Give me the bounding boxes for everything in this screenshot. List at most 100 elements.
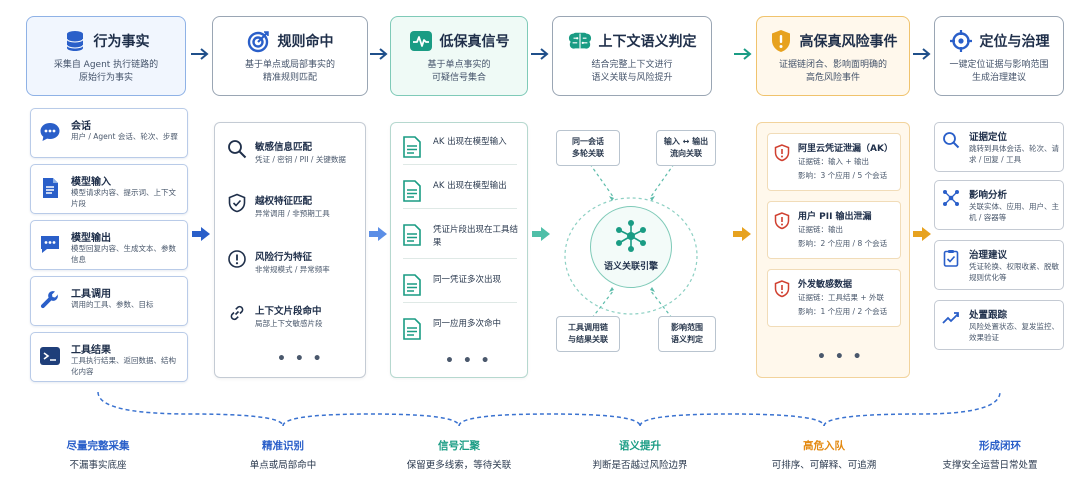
flow-arrow-icon [734, 48, 752, 60]
stage-desc: 一键定位证据与影响范围生成治理建议 [949, 60, 1049, 83]
rule-item: 越权特征匹配 异常调用 / 非预期工具 [227, 191, 361, 231]
fact-item-session: 会话 用户 / Agent 会话、轮次、步骤 [30, 108, 188, 158]
signal-item: AK 出现在模型输入 [403, 131, 517, 165]
rule-desc: 异常调用 / 非预期工具 [255, 209, 330, 218]
outcome-desc: 可排序、可解释、可追溯 [771, 460, 877, 471]
shield-warning-icon [774, 212, 790, 230]
outcome-desc: 保留更多线索，等待关联 [406, 460, 512, 471]
brain-icon [568, 29, 592, 53]
fact-title: 模型输出 [71, 233, 111, 244]
stage-title: 高保真风险事件 [799, 34, 898, 50]
stage-title: 低保真信号 [439, 34, 510, 50]
event-evidence: 证据链：工具结果 + 外联 [798, 293, 885, 302]
wrench-icon [40, 291, 58, 309]
fact-item-tool-result: 工具结果 工具执行结果、返回数据、结构化内容 [30, 332, 188, 382]
signal-label: AK 出现在模型输出 [433, 181, 507, 191]
event-evidence: 证据链：输出 [798, 225, 843, 234]
event-impact: 影响：1 个应用 / 2 个会话 [798, 307, 888, 316]
stage-events: 高保真风险事件 证据链闭合、影响面明确的高危风险事件 [756, 16, 910, 96]
governance-title: 处置跟踪 [969, 310, 1008, 321]
stage-desc: 基于单点事实的可疑信号集合 [427, 60, 491, 83]
file-text-icon [403, 318, 421, 340]
signals-column: AK 出现在模型输入 AK 出现在模型输出 凭证片段出现在工具结果 同一凭证多次… [390, 122, 528, 378]
stage-desc: 结合完整上下文进行语义关联与风险提升 [591, 60, 673, 83]
stage-title: 行为事实 [93, 34, 150, 50]
event-title: 外发敏感数据 [798, 280, 853, 290]
event-title: 阿里云凭证泄漏（AK） [798, 144, 893, 154]
event-impact: 影响：3 个应用 / 5 个会话 [798, 171, 888, 180]
governance-title: 证据定位 [969, 132, 1008, 143]
rule-desc: 非常规模式 / 异常频率 [255, 265, 330, 274]
signal-item: 同一凭证多次出现 [403, 269, 517, 303]
fact-title: 模型输入 [71, 177, 111, 188]
outcome-desc: 支撑安全运营日常处置 [942, 460, 1038, 471]
governance-item: 证据定位 跳转到具体会话、轮次、请求 / 回复 / 工具 [934, 122, 1064, 172]
event-impact: 影响：2 个应用 / 8 个会话 [798, 239, 888, 248]
fact-item-model-input: 模型输入 模型请求内容、提示词、上下文片段 [30, 164, 188, 214]
message-dots-icon [41, 236, 59, 253]
signal-item: 凭证片段出现在工具结果 [403, 219, 519, 259]
rule-item: 敏感信息匹配 凭证 / 密钥 / PII / 关键数据 [227, 137, 361, 177]
clipboard-check-icon [943, 250, 959, 267]
governance-column: 证据定位 跳转到具体会话、轮次、请求 / 回复 / 工具 影响分析 关联实体、应… [934, 122, 1064, 378]
governance-item: 治理建议 凭证轮换、权限收紧、脱敏规则优化等 [934, 240, 1064, 290]
rule-title: 越权特征匹配 [255, 196, 313, 207]
governance-title: 治理建议 [969, 250, 1008, 261]
stage-governance: 定位与治理 一键定位证据与影响范围生成治理建议 [934, 16, 1064, 96]
outcome-title: 形成闭环 [979, 440, 1021, 452]
fact-desc: 用户 / Agent 会话、轮次、步骤 [71, 132, 178, 141]
more-ellipsis: • • • [277, 351, 324, 367]
rule-item: 上下文片段命中 局部上下文敏感片段 [227, 301, 361, 341]
stage-desc: 基于单点或局部事实的精准规则匹配 [244, 60, 335, 83]
flow-arrow-icon [733, 227, 751, 241]
chat-bubble-icon [40, 123, 60, 141]
facts-column: 会话 用户 / Agent 会话、轮次、步骤 模型输入 模型请求内容、提示词、上… [30, 108, 188, 382]
stage-desc: 证据链闭合、影响面明确的高危风险事件 [778, 60, 887, 83]
fact-title: 工具调用 [71, 289, 111, 300]
fact-desc: 模型请求内容、提示词、上下文片段 [71, 188, 176, 208]
governance-desc: 凭证轮换、权限收紧、脱敏规则优化等 [969, 262, 1059, 282]
fact-item-model-output: 模型输出 模型回复内容、生成文本、参数信息 [30, 220, 188, 270]
stage-title: 上下文语义判定 [598, 34, 697, 50]
stage-desc: 采集自 Agent 执行链路的原始行为事实 [53, 60, 159, 83]
outcome-title: 信号汇聚 [438, 440, 480, 452]
engine-label: 语义关联引擎 [603, 262, 658, 272]
rule-desc: 凭证 / 密钥 / PII / 关键数据 [255, 155, 346, 164]
fact-title: 工具结果 [71, 345, 111, 356]
governance-desc: 跳转到具体会话、轮次、请求 / 回复 / 工具 [969, 144, 1059, 164]
crosshair-icon [949, 29, 973, 53]
governance-desc: 关联实体、应用、用户、主机 / 容器等 [969, 202, 1059, 222]
fact-desc: 调用的工具、参数、目标 [71, 300, 154, 309]
flow-arrow-icon [531, 48, 549, 60]
rule-title: 上下文片段命中 [255, 306, 322, 317]
semantic-node-session: 同一会话多轮关联 [556, 130, 620, 166]
rule-desc: 局部上下文敏感片段 [255, 319, 323, 328]
fact-title: 会话 [71, 121, 91, 132]
signal-label: 凭证片段出现在工具结果 [433, 225, 519, 248]
risk-event: 外发敏感数据 证据链：工具结果 + 外联 影响：1 个应用 / 2 个会话 [767, 269, 901, 327]
semantic-node-toolchain: 工具调用链与结果关联 [556, 316, 620, 352]
bottom-brace [97, 391, 1001, 427]
file-text-icon [403, 136, 421, 158]
flow-arrow-icon [369, 227, 387, 241]
fact-item-tool-call: 工具调用 调用的工具、参数、目标 [30, 276, 188, 326]
outcome-desc: 单点或局部命中 [249, 460, 317, 471]
rule-item: 风险行为特征 非常规模式 / 异常频率 [227, 247, 361, 287]
stage-rules: 规则命中 基于单点或局部事实的精准规则匹配 [212, 16, 368, 96]
network-graph-icon [616, 220, 646, 252]
flow-arrow-icon [370, 48, 388, 60]
signal-label: 同一应用多次命中 [433, 319, 502, 329]
signal-label: AK 出现在模型输入 [433, 137, 507, 147]
outcome-title: 语义提升 [619, 440, 661, 452]
outcome-desc: 不漏事实底座 [69, 460, 127, 471]
signal-item: 同一应用多次命中 [403, 313, 517, 347]
more-ellipsis: • • • [445, 353, 492, 369]
stage-signals: 低保真信号 基于单点事实的可疑信号集合 [390, 16, 528, 96]
governance-item: 处置跟踪 风险处置状态、复发监控、效果验证 [934, 300, 1064, 350]
event-evidence: 证据链：输入 + 输出 [798, 157, 870, 166]
rule-title: 风险行为特征 [255, 252, 313, 263]
risk-event: 用户 PII 输出泄漏 证据链：输出 影响：2 个应用 / 8 个会话 [767, 201, 901, 259]
outcome-desc: 判断是否越过风险边界 [592, 460, 688, 471]
rules-column: 敏感信息匹配 凭证 / 密钥 / PII / 关键数据 越权特征匹配 异常调用 … [214, 122, 366, 378]
